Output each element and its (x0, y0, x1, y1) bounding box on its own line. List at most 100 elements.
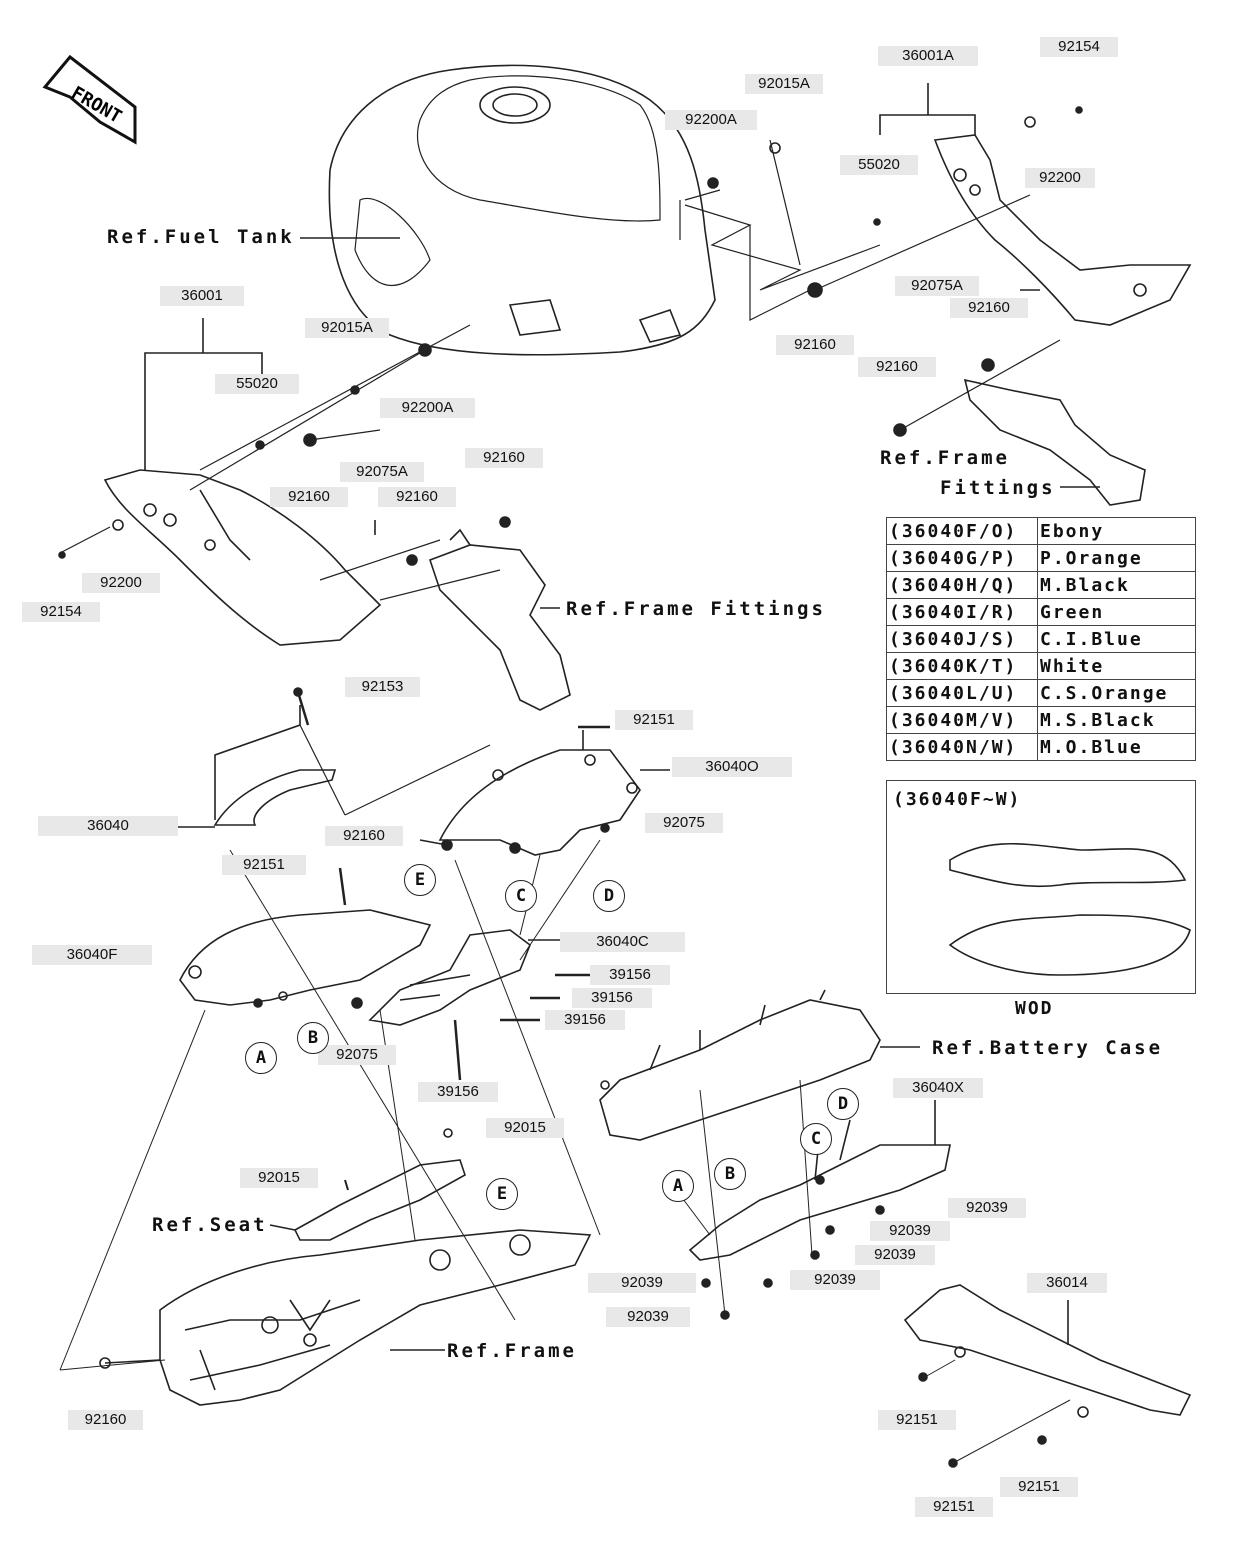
part-39156-b: 39156 (572, 988, 652, 1008)
variant-box-title: (36040F~W) (893, 789, 1022, 810)
rear-cover-36040X (688, 1144, 951, 1261)
part-92015A-left: 92015A (305, 318, 389, 338)
variant-color: C.I.Blue (1037, 625, 1196, 653)
part-92160-r2: 92160 (858, 357, 936, 377)
callout-a-left: A (245, 1042, 277, 1074)
part-92154-top: 92154 (1040, 37, 1118, 57)
part-92160-c: 92160 (325, 826, 403, 846)
variant-box-caption: WOD (1015, 998, 1054, 1019)
part-92153: 92153 (345, 677, 420, 697)
variant-color: White (1037, 652, 1196, 680)
battery-case (599, 999, 881, 1141)
part-92160-l3: 92160 (378, 487, 456, 507)
variant-code: (36040L/U) (886, 679, 1038, 707)
part-92160-r1: 92160 (950, 298, 1028, 318)
bracket-36040 (213, 769, 337, 826)
part-36014: 36014 (1027, 1273, 1107, 1293)
part-92075-b: 92075 (318, 1045, 396, 1065)
part-92200A-left: 92200A (380, 398, 475, 418)
part-36040: 36040 (38, 816, 178, 836)
right-shroud-36001A (933, 134, 1192, 326)
rear-frame (159, 1229, 592, 1406)
callout-d-upper: D (593, 880, 625, 912)
color-variant-table: (36040F/O)Ebony (36040G/P)P.Orange (3604… (886, 517, 1196, 761)
ref-battery-case: Ref.Battery Case (932, 1037, 1164, 1059)
table-row: (36040I/R)Green (886, 598, 1196, 626)
cowl-36040O (438, 749, 641, 856)
part-92160-l2: 92160 (270, 487, 348, 507)
ref-frame: Ref.Frame (447, 1340, 577, 1362)
part-92200A-top: 92200A (665, 110, 757, 130)
part-39156-c: 39156 (545, 1010, 625, 1030)
ref-frame-fittings-right-line2: Fittings (940, 477, 1056, 499)
fuel-tank-drawing (328, 64, 716, 356)
variant-color: M.S.Black (1037, 706, 1196, 734)
ref-fuel-tank: Ref.Fuel Tank (107, 226, 295, 248)
part-92160-l1: 92160 (465, 448, 543, 468)
variant-drawing-top (949, 842, 1187, 888)
part-92039-e: 92039 (588, 1273, 696, 1293)
variant-code: (36040F/O) (886, 517, 1038, 545)
part-92154-left: 92154 (22, 602, 100, 622)
part-92200-left: 92200 (82, 573, 160, 593)
part-39156-a: 39156 (590, 965, 670, 985)
variant-color: M.Black (1037, 571, 1196, 599)
variant-code: (36040K/T) (886, 652, 1038, 680)
part-36001: 36001 (160, 286, 244, 306)
variant-code: (36040M/V) (886, 706, 1038, 734)
part-92039-a: 92039 (948, 1198, 1026, 1218)
table-row: (36040F/O)Ebony (886, 517, 1196, 545)
part-92015-b: 92015 (240, 1168, 318, 1188)
table-row: (36040L/U)C.S.Orange (886, 679, 1196, 707)
part-92075A-top: 92075A (895, 276, 979, 296)
ref-frame-fittings-right-line1: Ref.Frame (880, 447, 1010, 469)
part-92039-b: 92039 (870, 1221, 950, 1241)
variant-code: (36040J/S) (886, 625, 1038, 653)
part-92039-f: 92039 (606, 1307, 690, 1327)
frame-fitting-left (428, 544, 571, 711)
part-92200-top: 92200 (1025, 168, 1095, 188)
part-92015A-top: 92015A (745, 74, 823, 94)
variant-box: (36040F~W) (886, 780, 1196, 994)
table-row: (36040H/Q)M.Black (886, 571, 1196, 599)
variant-color: M.O.Blue (1037, 733, 1196, 761)
callout-e-lower: E (486, 1178, 518, 1210)
part-36040O: 36040O (672, 757, 792, 777)
variant-color: Ebony (1037, 517, 1196, 545)
part-36040C: 36040C (560, 932, 685, 952)
variant-color: Green (1037, 598, 1196, 626)
part-36001A: 36001A (878, 46, 978, 66)
part-36040F: 36040F (32, 945, 152, 965)
callout-d-right: D (827, 1088, 859, 1120)
table-row: (36040K/T)White (886, 652, 1196, 680)
callout-c-right: C (800, 1123, 832, 1155)
front-arrow-icon: FRONT (42, 54, 137, 145)
table-row: (36040M/V)M.S.Black (886, 706, 1196, 734)
frame-fitting-right (963, 378, 1146, 506)
part-92075A-left: 92075A (340, 462, 424, 482)
ref-seat: Ref.Seat (152, 1214, 268, 1236)
part-39156-d: 39156 (418, 1082, 498, 1102)
side-cover-36040F (179, 909, 432, 1006)
variant-code: (36040H/Q) (886, 571, 1038, 599)
chain-guard-36014 (903, 1284, 1192, 1416)
ref-frame-fittings-left: Ref.Frame Fittings (566, 598, 826, 620)
part-92160-mid: 92160 (776, 335, 854, 355)
part-92039-d: 92039 (790, 1270, 880, 1290)
callout-a-right: A (662, 1170, 694, 1202)
part-92151-c: 92151 (878, 1410, 956, 1430)
variant-code: (36040G/P) (886, 544, 1038, 572)
part-55020-top: 55020 (840, 155, 918, 175)
part-92151-d: 92151 (1000, 1477, 1078, 1497)
callout-b-right: B (714, 1158, 746, 1190)
part-92151-b: 92151 (222, 855, 306, 875)
part-92039-c: 92039 (855, 1245, 935, 1265)
part-92075-a: 92075 (645, 813, 723, 833)
callout-b-left: B (297, 1022, 329, 1054)
callout-e-upper: E (404, 864, 436, 896)
variant-color: P.Orange (1037, 544, 1196, 572)
table-row: (36040N/W)M.O.Blue (886, 733, 1196, 761)
part-55020-left: 55020 (215, 374, 299, 394)
